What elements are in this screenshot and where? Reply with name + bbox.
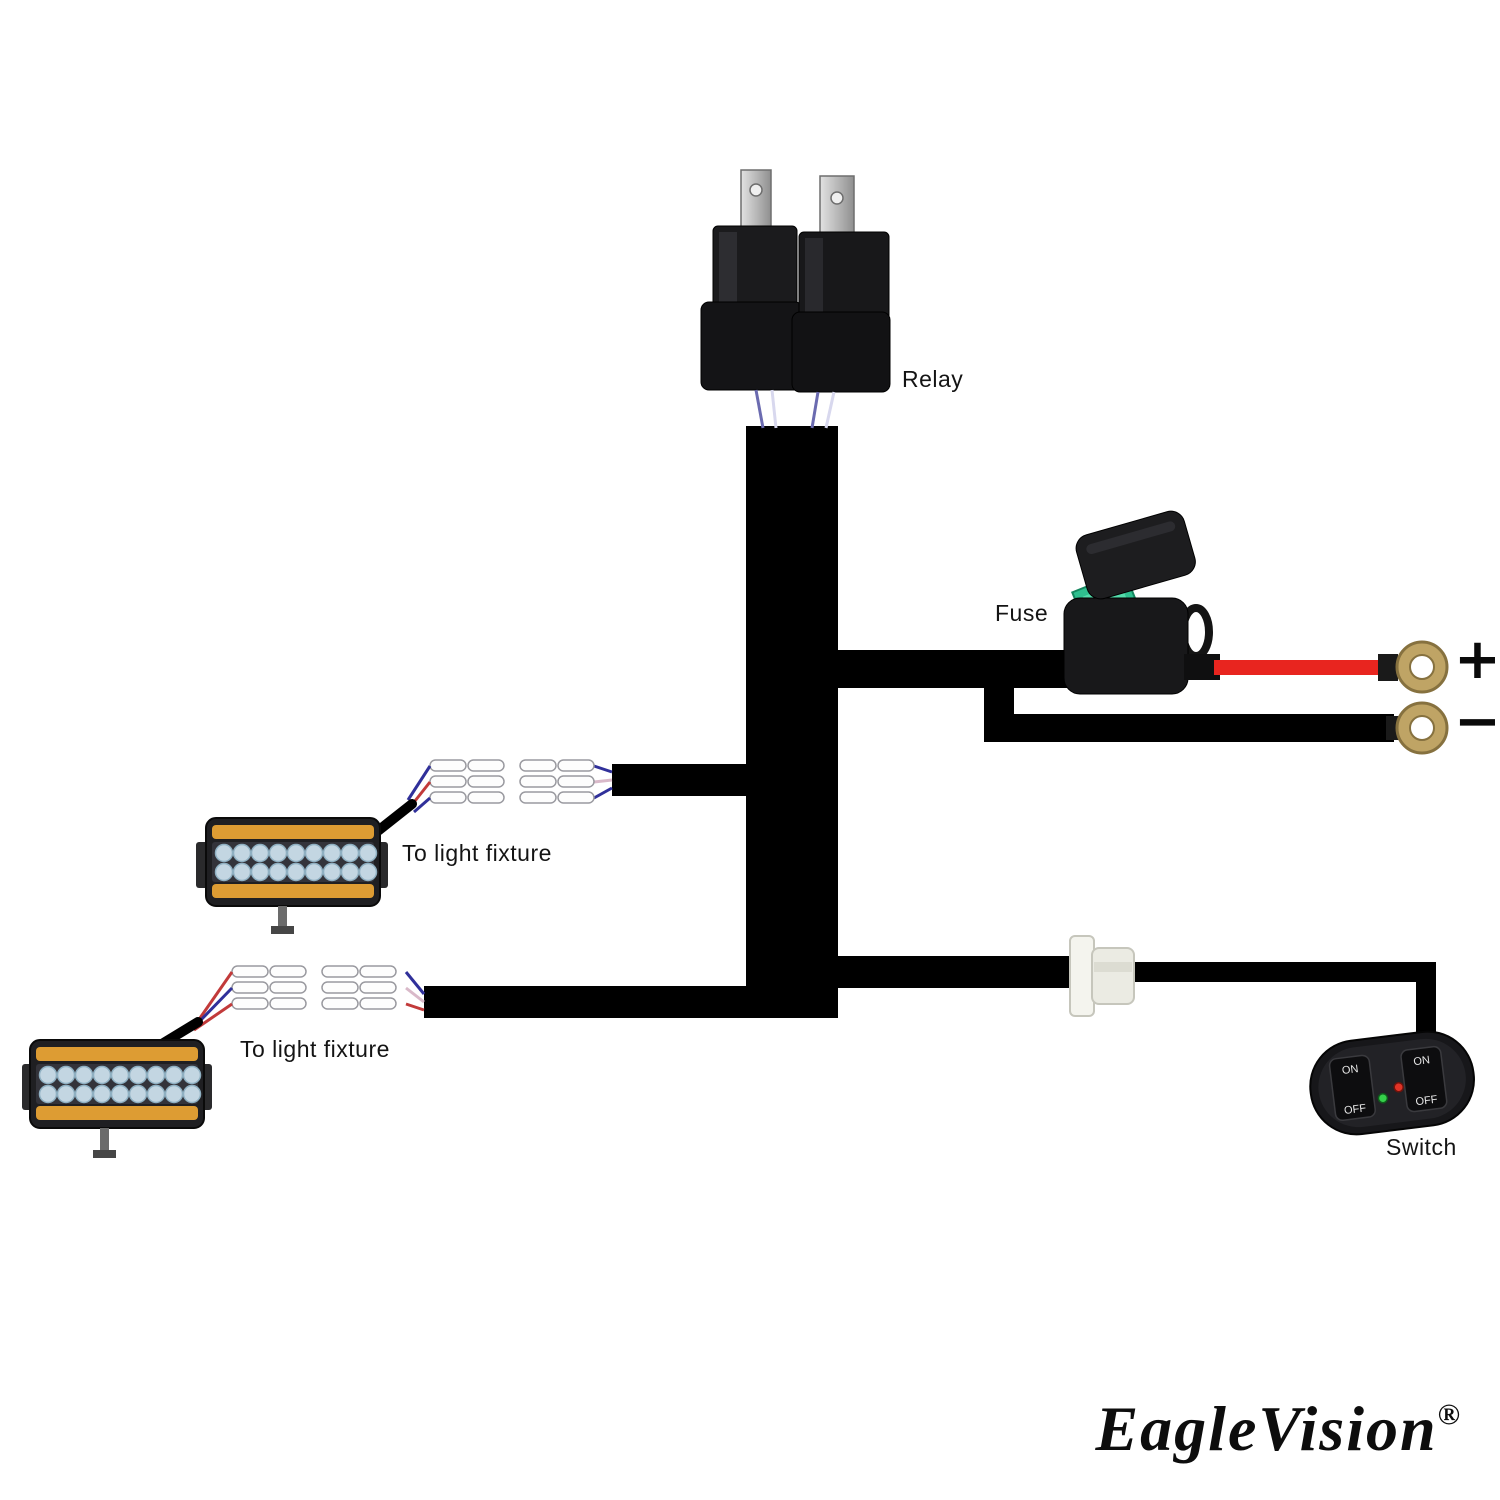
- relay-assembly: [700, 169, 891, 429]
- upper-bar-led-lenses: [214, 843, 378, 882]
- positive-crimp: [1378, 654, 1398, 681]
- relay-right-tab-hole: [830, 191, 844, 205]
- label-to-light-fixture-upper: To light fixture: [402, 840, 552, 866]
- label-negative-sign: −: [1454, 689, 1500, 754]
- inline-connector-tab: [1069, 935, 1095, 1017]
- switch-left-on-label: ON: [1341, 1063, 1359, 1077]
- switch-rocker-right: [1400, 1045, 1448, 1113]
- switch-green-led: [1377, 1092, 1389, 1104]
- lower-bar-amber-strip-top: [36, 1047, 198, 1061]
- ring-terminal-positive-hole: [1409, 654, 1435, 680]
- relay-left-highlight: [719, 232, 737, 312]
- switch-left-off-label: OFF: [1343, 1102, 1367, 1117]
- label-to-light-fixture-lower: To light fixture: [240, 1036, 390, 1062]
- fuse-branch-wire: [830, 650, 1076, 688]
- switch-drop-wire: [1416, 962, 1436, 1048]
- switch-rocker-left: [1328, 1054, 1376, 1122]
- rocker-switch: ON OFF ON OFF: [1309, 1030, 1475, 1136]
- fuse-holder: [1063, 510, 1220, 695]
- switch-branch-wire-thin: [1128, 962, 1436, 982]
- label-fuse: Fuse: [995, 600, 1049, 626]
- switch-red-led: [1393, 1081, 1404, 1093]
- relay-right-terminal-tab: [819, 175, 855, 239]
- main-trunk-wire: [746, 426, 838, 1018]
- relay-left-body-bottom: [700, 301, 804, 391]
- switch-right-on-label: ON: [1413, 1054, 1431, 1068]
- switch-right-off-label: OFF: [1415, 1094, 1439, 1109]
- relay-left-tab-hole: [749, 183, 763, 197]
- ring-terminal-negative-hole: [1409, 715, 1435, 741]
- lower-bar-amber-strip-bottom: [36, 1106, 198, 1120]
- positive-red-wire: [1214, 660, 1386, 675]
- lower-bar-mount-nut: [93, 1150, 116, 1158]
- label-switch: Switch: [1386, 1134, 1457, 1160]
- lower-connector-pair: [147, 965, 426, 1055]
- inline-connector-notch: [1094, 962, 1132, 972]
- inline-connector-body: [1091, 947, 1135, 1005]
- brand-name: EagleVision: [1095, 1393, 1438, 1464]
- fuse-cap-ridge: [1086, 521, 1176, 555]
- relay-right-body-bottom: [791, 311, 891, 393]
- relay-left-terminal-tab: [740, 169, 772, 235]
- upper-fan-wires-right: [593, 764, 613, 800]
- switch-branch-wire-thick: [820, 956, 1078, 988]
- registered-trademark-symbol: ®: [1437, 1398, 1460, 1431]
- upper-bar-amber-strip-bottom: [212, 884, 374, 898]
- upper-spade-terminals: [429, 759, 595, 804]
- lower-bar-led-lenses: [38, 1065, 202, 1104]
- led-light-bar-upper: [196, 817, 388, 934]
- relay-pigtail-wires: [754, 389, 836, 429]
- upper-connector-pair: [369, 759, 613, 839]
- lower-spade-terminals: [231, 965, 397, 1010]
- negative-wire: [984, 714, 1394, 742]
- upper-light-branch-wire: [612, 764, 754, 796]
- lower-fan-wires-right: [404, 971, 426, 1012]
- fuse-holder-cap: [1075, 510, 1196, 600]
- lower-bar-mount-bolt: [100, 1128, 109, 1152]
- lower-light-branch-wire: [424, 986, 754, 1018]
- relay-right-highlight: [805, 238, 823, 320]
- led-light-bar-lower: [22, 1039, 212, 1158]
- upper-bar-mount-bolt: [278, 906, 287, 928]
- brand-logo: EagleVision®: [1095, 1392, 1460, 1466]
- upper-bar-amber-strip-top: [212, 825, 374, 839]
- fuse-holder-body: [1063, 597, 1189, 695]
- label-relay: Relay: [902, 366, 964, 392]
- battery-connections: [1214, 640, 1449, 755]
- upper-bar-mount-nut: [271, 926, 294, 934]
- label-positive-sign: +: [1454, 627, 1500, 692]
- harness-wires: [424, 426, 1436, 1048]
- inline-connector: [1069, 935, 1135, 1017]
